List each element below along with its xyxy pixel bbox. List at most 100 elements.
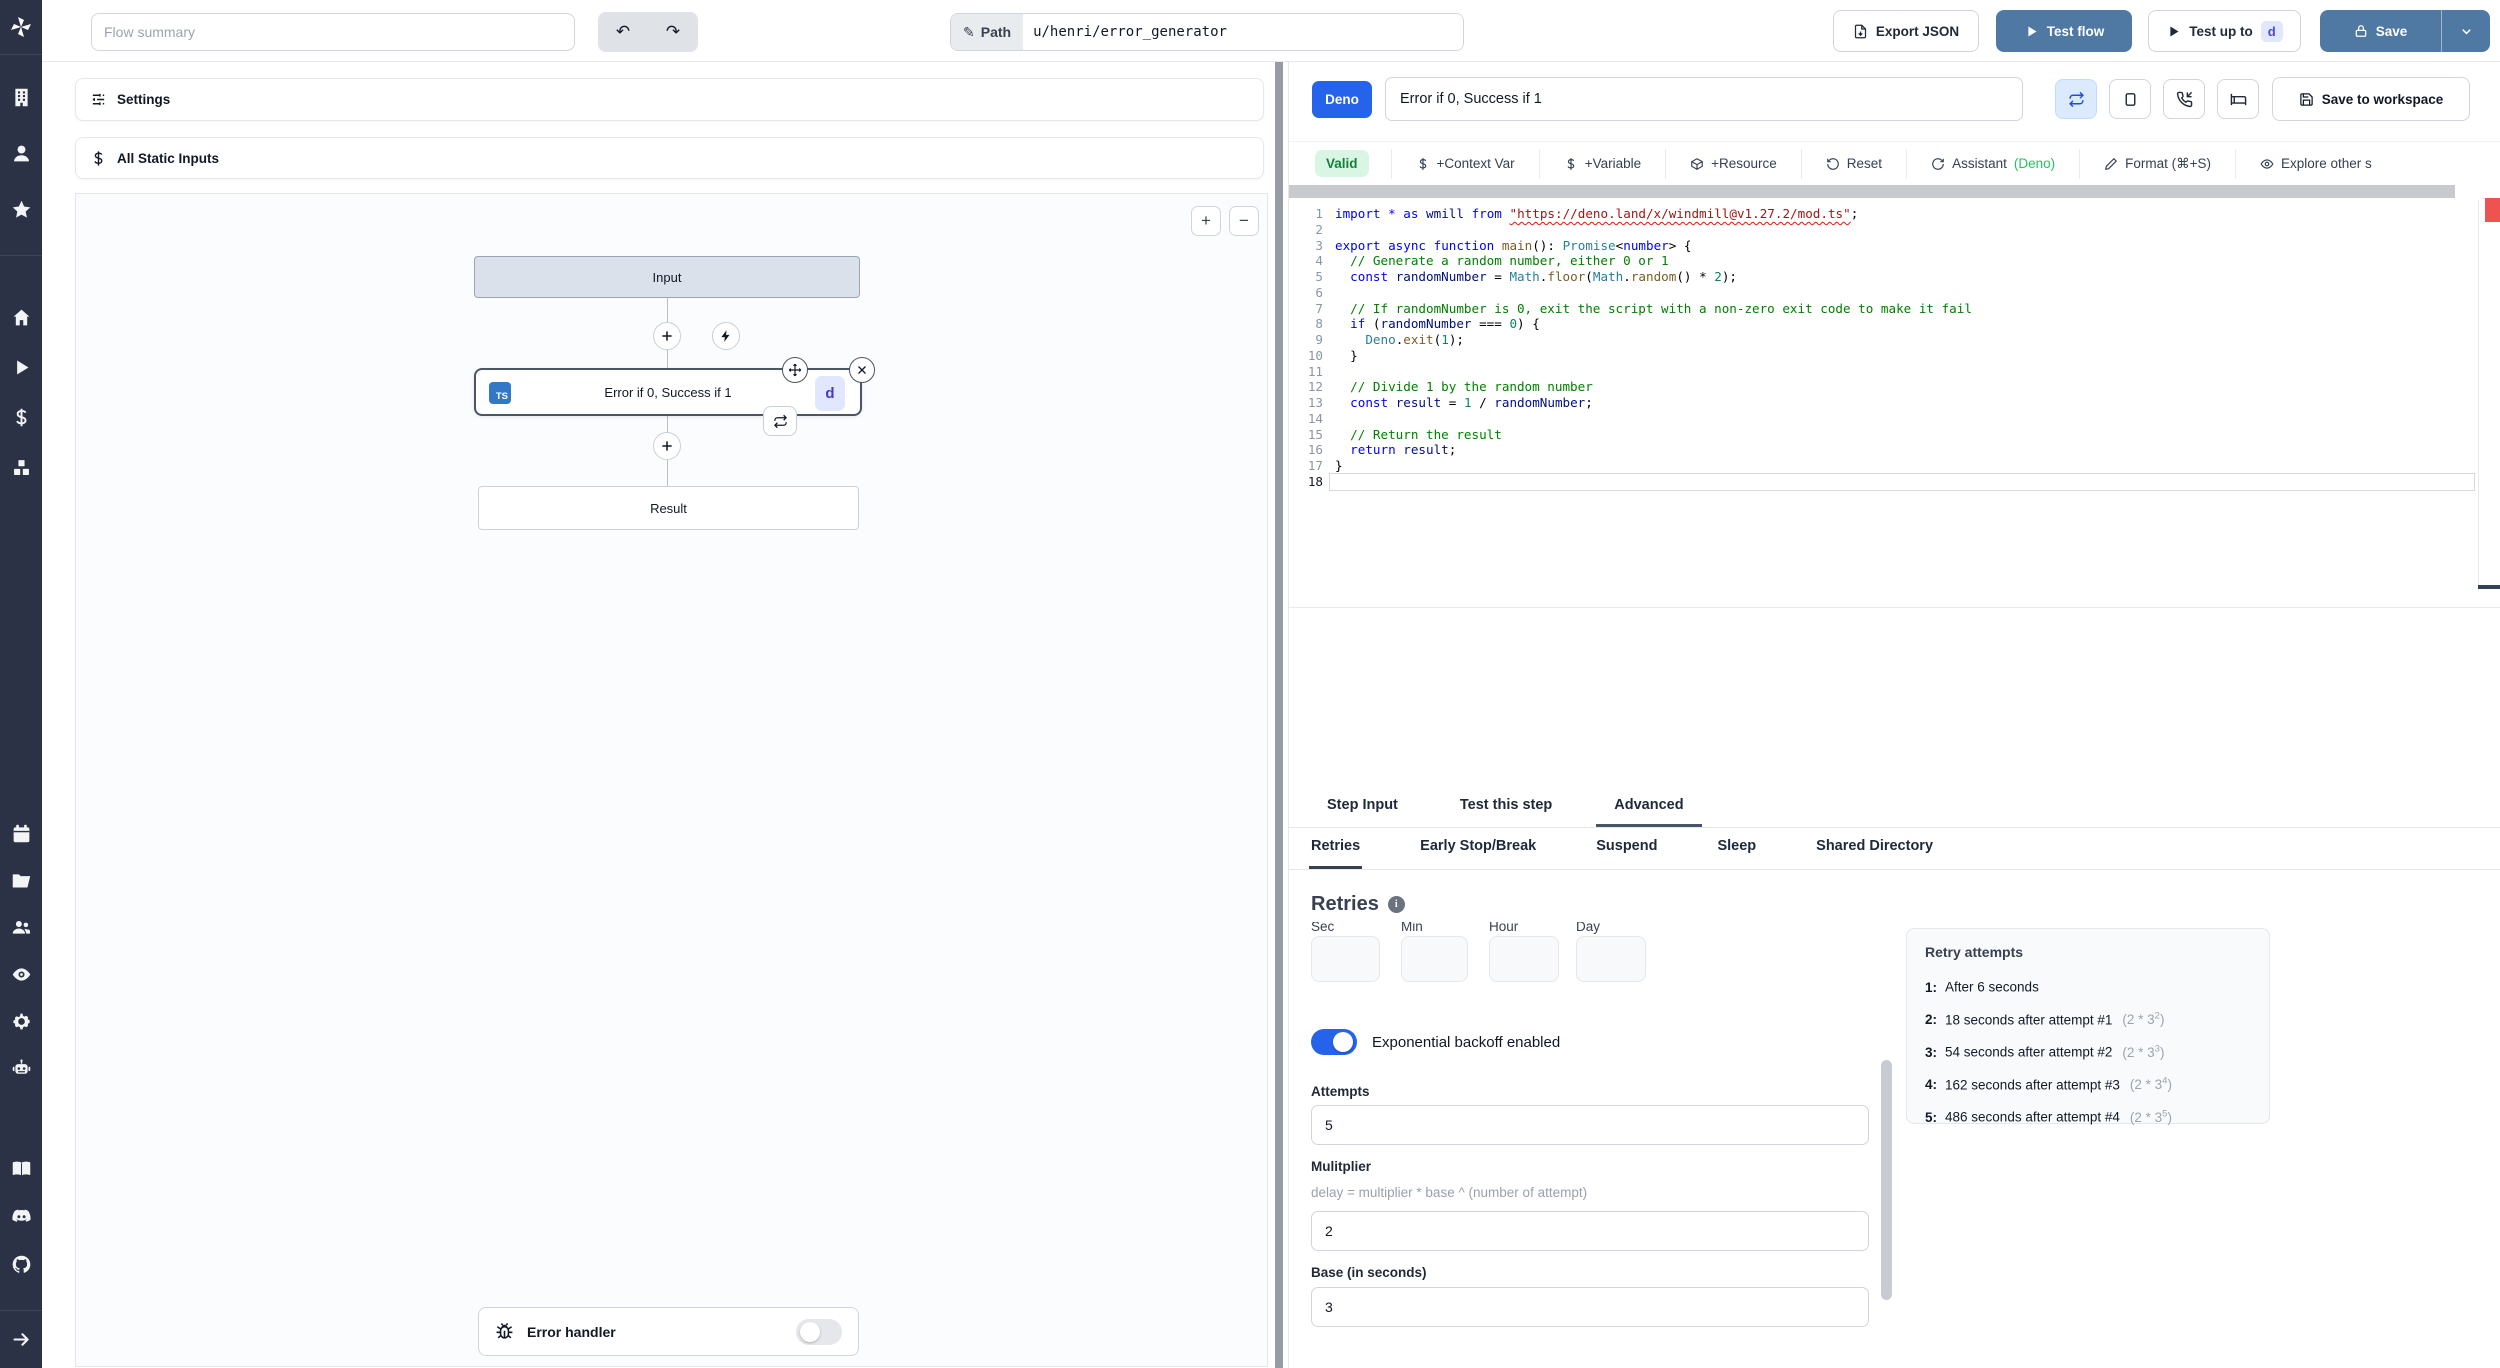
zoom-in-button[interactable]: + [1191, 206, 1221, 236]
exponential-backoff-toggle[interactable] [1311, 1029, 1357, 1055]
save-dropdown-button[interactable] [2442, 10, 2490, 52]
line-number: 17 [1307, 458, 1323, 473]
code-line-text: // Generate a random number, either 0 or… [1350, 253, 1669, 269]
sidebar-cubes-icon[interactable] [0, 442, 42, 492]
multiplier-help: delay = multiplier * base ^ (number of a… [1311, 1185, 1588, 1200]
sidebar-play-icon[interactable] [0, 342, 42, 392]
sidebar-star-icon[interactable] [0, 181, 42, 237]
sidebar-windmill-logo-icon[interactable] [0, 0, 42, 54]
code-line[interactable]: 13 const result = 1 / randomNumber; [1289, 395, 2500, 411]
sidebar-book-icon[interactable] [0, 1144, 42, 1192]
result-node[interactable]: Result [478, 486, 859, 530]
subtab-retries[interactable]: Retries [1309, 828, 1363, 869]
step-title-input[interactable] [1385, 77, 2023, 121]
info-icon[interactable]: i [1387, 896, 1405, 913]
sidebar-robot-icon[interactable] [0, 1045, 42, 1092]
redo-button[interactable]: ↷ [648, 12, 698, 52]
code-line[interactable]: 9 Deno.exit(1); [1289, 332, 2500, 348]
code-line[interactable]: 6 [1289, 285, 2500, 301]
zoom-out-button[interactable]: − [1229, 206, 1259, 236]
panel-scrollbar[interactable] [1881, 1060, 1892, 1300]
sidebar-discord-icon[interactable] [0, 1192, 42, 1240]
add-context-var-button[interactable]: +Context Var [1390, 148, 1539, 179]
save-button[interactable]: Save [2320, 10, 2442, 52]
test-up-to-button[interactable]: Test up to d [2148, 10, 2301, 52]
code-line[interactable]: 16 return result; [1289, 442, 2500, 458]
flow-settings-row[interactable]: Settings [75, 78, 1264, 121]
editor-scrollbar[interactable] [1289, 185, 2455, 198]
base-input[interactable] [1311, 1287, 1869, 1327]
code-line[interactable]: 14 [1289, 411, 2500, 427]
reset-button[interactable]: Reset [1800, 148, 1906, 179]
delete-step-button[interactable] [849, 357, 875, 383]
code-line[interactable]: 4 // Generate a random number, either 0 … [1289, 253, 2500, 269]
code-line[interactable]: 12 // Divide 1 by the random number [1289, 379, 2500, 395]
add-step-button[interactable] [653, 322, 681, 350]
panel-resize-divider[interactable] [1275, 62, 1283, 1368]
error-handler-toggle[interactable] [796, 1318, 842, 1345]
code-line[interactable]: 11 [1289, 364, 2500, 380]
code-line[interactable]: 8 if (randomNumber === 0) { [1289, 316, 2500, 332]
early-stop-button[interactable] [2109, 79, 2151, 119]
export-json-button[interactable]: Export JSON [1833, 10, 1979, 52]
retry-min-input[interactable] [1401, 936, 1468, 982]
suspend-button[interactable] [2163, 79, 2205, 119]
undo-button[interactable]: ↶ [598, 12, 648, 52]
code-line-text: const result = 1 / randomNumber; [1350, 395, 1593, 410]
test-flow-button[interactable]: Test flow [1996, 10, 2132, 52]
sidebar-users-icon[interactable] [0, 904, 42, 951]
error-handler-row[interactable]: Error handler [478, 1307, 859, 1356]
move-step-button[interactable] [782, 357, 808, 383]
sidebar-arrow-right-icon[interactable] [0, 1317, 42, 1361]
step-node-selected[interactable]: TS Error if 0, Success if 1 d [474, 357, 875, 436]
path-input[interactable] [1023, 14, 1463, 50]
retry-hour-input[interactable] [1489, 936, 1559, 982]
subtab-early-stop-break[interactable]: Early Stop/Break [1420, 838, 1537, 854]
code-line[interactable]: 15 // Return the result [1289, 427, 2500, 443]
tab-advanced[interactable]: Advanced [1596, 789, 1702, 827]
tab-step-input[interactable]: Step Input [1327, 797, 1398, 813]
retry-sec-input[interactable] [1311, 936, 1380, 982]
subtab-shared-directory[interactable]: Shared Directory [1816, 838, 1934, 854]
code-line[interactable]: 18 [1289, 472, 2500, 491]
sidebar-eye-icon[interactable] [0, 951, 42, 998]
retries-toggle-button[interactable] [2055, 79, 2097, 119]
add-step-button[interactable] [653, 432, 681, 460]
tab-test-this-step[interactable]: Test this step [1459, 797, 1553, 813]
subtab-sleep[interactable]: Sleep [1717, 838, 1757, 854]
flow-summary-input[interactable] [91, 13, 575, 51]
code-line[interactable]: 17} [1289, 458, 2500, 474]
assistant-button[interactable]: Assistant (Deno) [1906, 148, 2079, 179]
attempts-input[interactable] [1311, 1105, 1869, 1145]
save-to-workspace-button[interactable]: Save to workspace [2272, 77, 2470, 121]
sidebar-github-icon[interactable] [0, 1240, 42, 1288]
add-resource-button[interactable]: +Resource [1665, 148, 1801, 179]
multiplier-input[interactable] [1311, 1211, 1869, 1251]
sidebar-calendar-icon[interactable] [0, 810, 42, 857]
code-line[interactable]: 2 [1289, 222, 2500, 238]
format-button[interactable]: Format (⌘+S) [2079, 148, 2235, 179]
all-static-inputs-row[interactable]: All Static Inputs [75, 137, 1264, 179]
code-line[interactable]: 7 // If randomNumber is 0, exit the scri… [1289, 301, 2500, 317]
time-unit-inputs [1311, 936, 1889, 982]
sidebar-home-icon[interactable] [0, 292, 42, 342]
subtab-suspend[interactable]: Suspend [1596, 838, 1658, 854]
sidebar-person-icon[interactable] [0, 125, 42, 181]
retries-indicator-button[interactable] [763, 406, 797, 436]
sleep-button[interactable] [2217, 79, 2259, 119]
sidebar-dollar-icon[interactable] [0, 392, 42, 442]
input-node[interactable]: Input [474, 256, 860, 298]
add-variable-button[interactable]: +Variable [1538, 148, 1665, 179]
flow-canvas[interactable]: + − Input TS Error if 0, Success if 1 d [75, 193, 1268, 1367]
code-line[interactable]: 5 const randomNumber = Math.floor(Math.r… [1289, 269, 2500, 285]
code-line[interactable]: 10 } [1289, 348, 2500, 364]
retry-day-input[interactable] [1576, 936, 1646, 982]
sidebar-folder-icon[interactable] [0, 857, 42, 904]
sidebar-building-icon[interactable] [0, 69, 42, 125]
explore-scripts-button[interactable]: Explore other s [2235, 148, 2396, 179]
sidebar-gear-icon[interactable] [0, 998, 42, 1045]
add-trigger-button[interactable] [712, 322, 740, 350]
